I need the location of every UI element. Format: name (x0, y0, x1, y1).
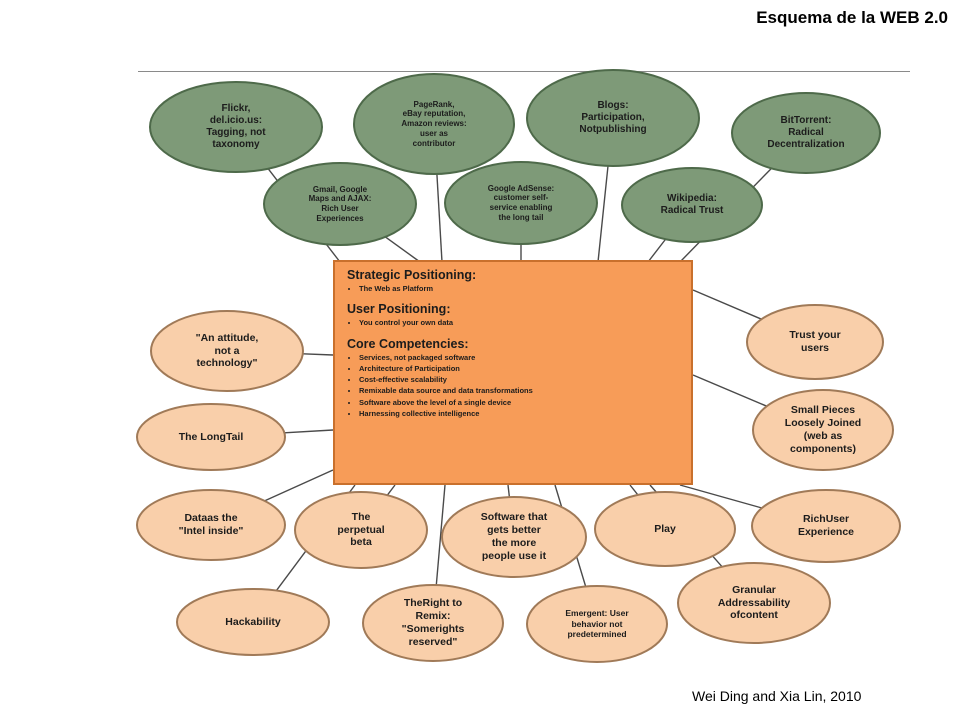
connector-richuser (679, 484, 763, 509)
ellipse-trust (746, 304, 884, 380)
ellipse-play (594, 491, 736, 567)
core-principles-box: Strategic Positioning:The Web as Platfor… (333, 260, 693, 485)
connector-pagerank (436, 173, 443, 263)
source-credit: Wei Ding and Xia Lin, 2010 (692, 688, 862, 704)
ellipse-gmail (263, 162, 417, 246)
concept-ellipses (136, 69, 901, 663)
ellipse-wikipedia (621, 167, 763, 243)
ellipse-pagerank (353, 73, 515, 175)
section-list: The Web as Platform (347, 283, 679, 294)
ellipse-smallpieces (752, 389, 894, 471)
connector-data (264, 469, 334, 502)
ellipse-longtail (136, 403, 286, 471)
section-item: Services, not packaged software (359, 352, 679, 363)
section-heading: User Positioning: (347, 302, 451, 317)
connector-blogs (597, 165, 609, 263)
ellipse-remix (362, 584, 504, 662)
connector-attitude (302, 353, 334, 356)
section-list: You control your own data (347, 317, 679, 328)
section-item: You control your own data (359, 317, 679, 328)
connector-gmail (384, 236, 421, 263)
section-item: The Web as Platform (359, 283, 679, 294)
ellipse-better (441, 496, 587, 578)
section-item: Cost-effective scalability (359, 374, 679, 385)
section-item: Architecture of Participation (359, 363, 679, 374)
ellipse-granular (677, 562, 831, 644)
ellipse-bittorrent (731, 92, 881, 174)
ellipse-flickr (149, 81, 323, 173)
slide-title: Esquema de la WEB 2.0 (756, 8, 948, 27)
section-list: Services, not packaged softwareArchitect… (347, 352, 679, 420)
connector-longtail (284, 429, 334, 434)
connector-better (507, 484, 511, 498)
ellipse-perpetual (294, 491, 428, 569)
ellipse-adsense (444, 161, 598, 245)
connector-wikipedia (647, 238, 667, 263)
ellipse-emergent (526, 585, 668, 663)
title-divider (138, 71, 910, 72)
ellipse-richuser (751, 489, 901, 563)
section-heading: Core Competencies: (347, 336, 469, 351)
ellipse-hackability (176, 588, 330, 656)
ellipse-data (136, 489, 286, 561)
ellipse-attitude (150, 310, 304, 392)
section-item: Harnessing collective intelligence (359, 408, 679, 419)
connector-perpetual (386, 484, 396, 496)
ellipse-blogs (526, 69, 700, 167)
connector-smallpieces (692, 374, 768, 407)
section-item: Software above the level of a single dev… (359, 397, 679, 408)
connector-play (629, 484, 639, 496)
section-item: Remixable data source and data transform… (359, 385, 679, 396)
connector-remix (435, 484, 446, 586)
connector-trust (692, 289, 762, 320)
section-heading: Strategic Positioning: (347, 268, 477, 282)
